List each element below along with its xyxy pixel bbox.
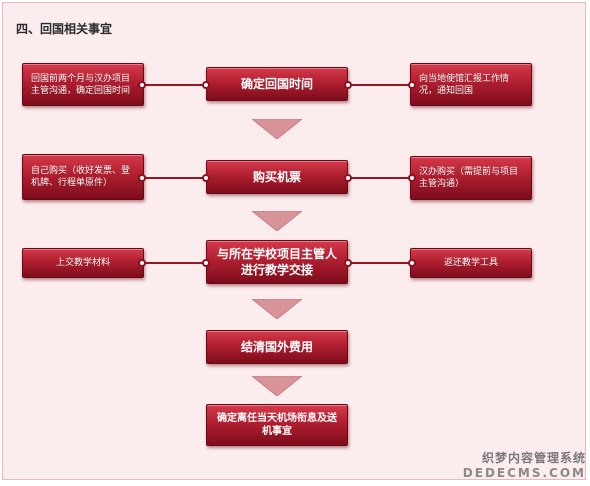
connector-left-2 (142, 177, 208, 179)
watermark-line2: DEDECMS.COM (462, 466, 586, 480)
connector-left-3 (142, 262, 208, 264)
step3-main-box: 与所在学校项目主管人进行教学交接 (206, 240, 348, 284)
step3-left-note: 上交教学材料 (22, 248, 144, 278)
connector-dot (344, 259, 352, 267)
connector-right-1 (346, 84, 412, 86)
step1-main-box: 确定回国时间 (206, 67, 348, 101)
step3-right-note: 返还教学工具 (410, 248, 532, 278)
down-arrow-2 (252, 211, 302, 231)
down-arrow-4 (252, 376, 302, 396)
connector-dot (138, 259, 146, 267)
down-arrow-3 (252, 299, 302, 319)
step4-main-box: 结清国外费用 (206, 330, 348, 364)
connector-dot (202, 81, 210, 89)
connector-left-1 (142, 84, 208, 86)
step2-main-box: 购买机票 (206, 160, 348, 194)
connector-right-2 (346, 177, 412, 179)
connector-dot (202, 174, 210, 182)
step5-main-box: 确定离任当天机场衔息及送机事宜 (206, 404, 348, 446)
connector-dot (138, 174, 146, 182)
connector-dot (202, 259, 210, 267)
connector-dot (408, 81, 416, 89)
watermark-line1: 织梦内容管理系统 (481, 451, 586, 465)
connector-dot (344, 81, 352, 89)
step1-left-note: 回国前两个月与汉办项目主管沟通，确定回国时间 (22, 63, 144, 106)
connector-dot (138, 81, 146, 89)
connector-dot (344, 174, 352, 182)
section-heading: 四、回国相关事宜 (16, 22, 113, 36)
step1-right-note: 向当地使馆汇报工作情况，通知回国 (410, 63, 532, 106)
step2-left-note: 自己购买（收好发票、登机牌、行程单原件） (22, 154, 144, 200)
connector-dot (408, 259, 416, 267)
connector-dot (408, 174, 416, 182)
down-arrow-1 (252, 119, 302, 139)
watermark: 织梦内容管理系统 DEDECMS.COM (463, 449, 586, 480)
step2-right-note: 汉办购买（需提前与项目主管沟通） (410, 156, 532, 200)
connector-right-3 (346, 262, 412, 264)
